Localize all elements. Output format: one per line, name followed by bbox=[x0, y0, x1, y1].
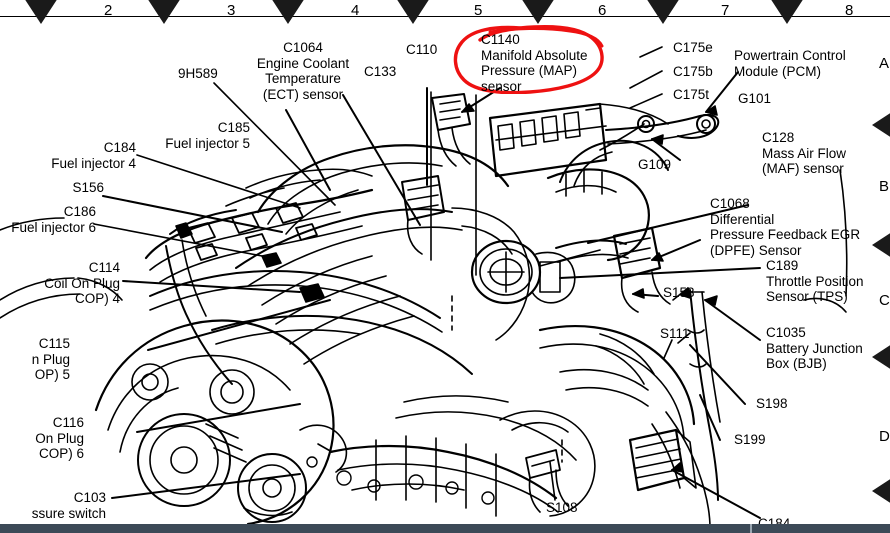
callout-c1140-map-sensor: C1140 Manifold Absolute Pressure (MAP) s… bbox=[481, 32, 588, 94]
ruler-number-7: 7 bbox=[721, 2, 730, 19]
callout-c1035-bjb: C1035 Battery Junction Box (BJB) bbox=[766, 325, 863, 371]
ruler-top-line bbox=[0, 16, 890, 17]
callout-9h589: 9H589 bbox=[178, 66, 218, 81]
ruler-top-marker-2 bbox=[147, 0, 181, 24]
callout-c133: C133 bbox=[364, 64, 397, 79]
ruler-side-marker-c bbox=[872, 344, 890, 370]
ruler-letter-c: C bbox=[879, 292, 890, 309]
ruler-letter-a: A bbox=[879, 55, 890, 72]
ruler-top-marker-6 bbox=[646, 0, 680, 24]
callout-c1064: C1064 Engine Coolant Temperature (ECT) s… bbox=[256, 40, 350, 102]
ruler-top-marker-3 bbox=[271, 0, 305, 24]
callout-c114-cop-4: C114 Coil On Plug COP) 4 bbox=[44, 260, 120, 306]
ruler-side-marker-a bbox=[872, 112, 890, 138]
viewer-bottom-bar-divider bbox=[750, 524, 752, 533]
callout-c110: C110 bbox=[406, 42, 438, 57]
callout-s156: S156 bbox=[72, 180, 104, 195]
ruler-top-marker-1 bbox=[24, 0, 58, 24]
ruler-number-8: 8 bbox=[845, 2, 854, 19]
callout-c175e: C175e bbox=[673, 40, 713, 55]
callout-s198: S198 bbox=[756, 396, 788, 411]
callout-c184-fuel-injector-4: C184 Fuel injector 4 bbox=[51, 140, 136, 171]
ruler-number-6: 6 bbox=[598, 2, 607, 19]
callout-c116-cop-6: C116 On Plug COP) 6 bbox=[35, 415, 84, 461]
ruler-letter-d: D bbox=[879, 428, 890, 445]
callout-c189-tps: C189 Throttle Position Sensor (TPS) bbox=[766, 258, 864, 304]
ruler-number-3: 3 bbox=[227, 2, 236, 19]
callout-c185-fuel-injector-5: C185 Fuel injector 5 bbox=[165, 120, 250, 151]
ruler-side-marker-b bbox=[872, 232, 890, 258]
ruler-top-marker-7 bbox=[770, 0, 804, 24]
callout-g109: G109 bbox=[638, 157, 672, 172]
ruler-top-marker-4 bbox=[396, 0, 430, 24]
callout-c128-maf: C128 Mass Air Flow (MAF) sensor bbox=[762, 130, 847, 176]
callout-c103-pressure-switch: C103 ssure switch bbox=[31, 490, 106, 521]
callout-g101: G101 bbox=[738, 91, 772, 106]
callout-s108: S108 bbox=[546, 500, 578, 515]
ruler-side-marker-d bbox=[872, 478, 890, 504]
callout-s199: S199 bbox=[734, 432, 766, 447]
ruler-top-marker-5 bbox=[521, 0, 555, 24]
ruler-number-2: 2 bbox=[104, 2, 113, 19]
callout-c115-cop-5: C115 n Plug OP) 5 bbox=[31, 336, 70, 382]
callout-pcm: Powertrain Control Module (PCM) bbox=[734, 48, 846, 79]
callout-s111: S111 bbox=[660, 326, 690, 341]
callout-c175t: C175t bbox=[673, 87, 710, 102]
callout-c1068-dpfe: C1068 Differential Pressure Feedback EGR… bbox=[710, 196, 861, 258]
callout-c186-fuel-injector-6: C186 Fuel injector 6 bbox=[11, 204, 96, 235]
callout-s153: S153 bbox=[663, 285, 695, 300]
ruler-number-5: 5 bbox=[474, 2, 483, 19]
callout-c175b: C175b bbox=[673, 64, 713, 79]
ruler-number-4: 4 bbox=[351, 2, 360, 19]
ruler-letter-b: B bbox=[879, 178, 890, 195]
viewer-bottom-bar[interactable] bbox=[0, 524, 890, 533]
